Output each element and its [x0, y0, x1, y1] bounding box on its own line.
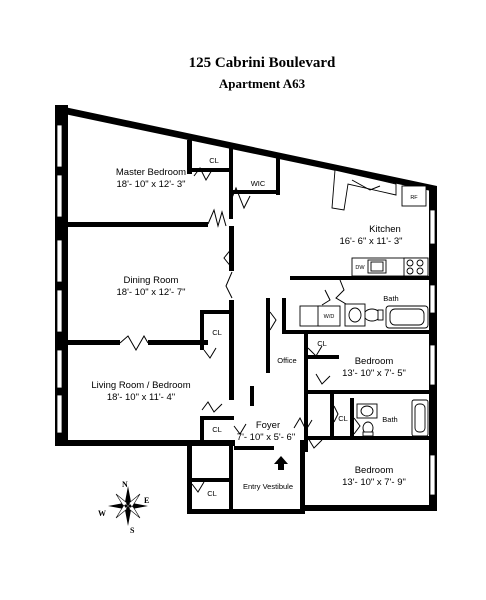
bedroom-2-name: Bedroom — [355, 356, 394, 367]
foyer-size: 7'- 10" x 5'- 6" — [237, 432, 295, 443]
foyer-name: Foyer — [256, 420, 280, 431]
compass-n: N — [122, 480, 128, 489]
closet-bath2-label: CL — [338, 414, 348, 423]
compass-s: S — [130, 526, 135, 535]
living-room-size: 18'- 10" x 11'- 4" — [107, 392, 175, 403]
living-room-name: Living Room / Bedroom — [91, 380, 190, 391]
closet-labels: CL CL CL CL CL CL — [207, 156, 348, 498]
exterior-walls — [55, 105, 437, 514]
unit-title: Apartment A63 — [219, 76, 306, 91]
closet-dining-label: CL — [212, 328, 222, 337]
kitchen-size: 16'- 6" x 11'- 3" — [339, 236, 402, 247]
entry-arrow-icon — [274, 456, 288, 470]
address-title: 125 Cabrini Boulevard — [189, 55, 336, 71]
kitchen-name: Kitchen — [369, 224, 401, 235]
office-name: Office — [277, 356, 296, 365]
master-bedroom-size: 18'- 10" x 12'- 3" — [117, 179, 186, 190]
bedroom-2-size: 13'- 10" x 7'- 5" — [342, 368, 406, 379]
bedroom-3-name: Bedroom — [355, 465, 394, 476]
compass-w: W — [98, 509, 106, 518]
bath-2-fixtures — [356, 399, 429, 437]
interior-walls — [68, 140, 430, 512]
room-labels: Master Bedroom 18'- 10" x 12'- 3" Dining… — [91, 167, 406, 491]
fridge-label: RF — [410, 195, 418, 201]
dining-room-name: Dining Room — [124, 275, 179, 286]
compass-e: E — [144, 496, 149, 505]
closet-office-label: CL — [317, 339, 327, 348]
door-swings — [119, 167, 361, 493]
dining-room-size: 18'- 10" x 12'- 7" — [117, 287, 186, 298]
left-windows — [56, 124, 63, 434]
entry-vestibule-name: Entry Vestibule — [243, 482, 293, 491]
washer-dryer-label: W/D — [324, 314, 335, 320]
bedroom-3-size: 13'- 10" x 7'- 9" — [342, 477, 406, 488]
dishwasher-label: DW — [355, 265, 365, 271]
right-windows — [429, 209, 436, 496]
closet-living-label: CL — [212, 425, 222, 434]
bath-1-name: Bath — [383, 294, 398, 303]
master-bedroom-name: Master Bedroom — [116, 167, 186, 178]
bath-1-fixtures — [299, 303, 429, 329]
closet-entry-label: CL — [207, 489, 217, 498]
kitchen-fixtures — [331, 169, 429, 277]
compass-rose-icon: N S E W — [98, 480, 149, 535]
closet-master-label: CL — [209, 156, 219, 165]
bath-2-name: Bath — [382, 415, 397, 424]
wic-name: WIC — [251, 179, 266, 188]
